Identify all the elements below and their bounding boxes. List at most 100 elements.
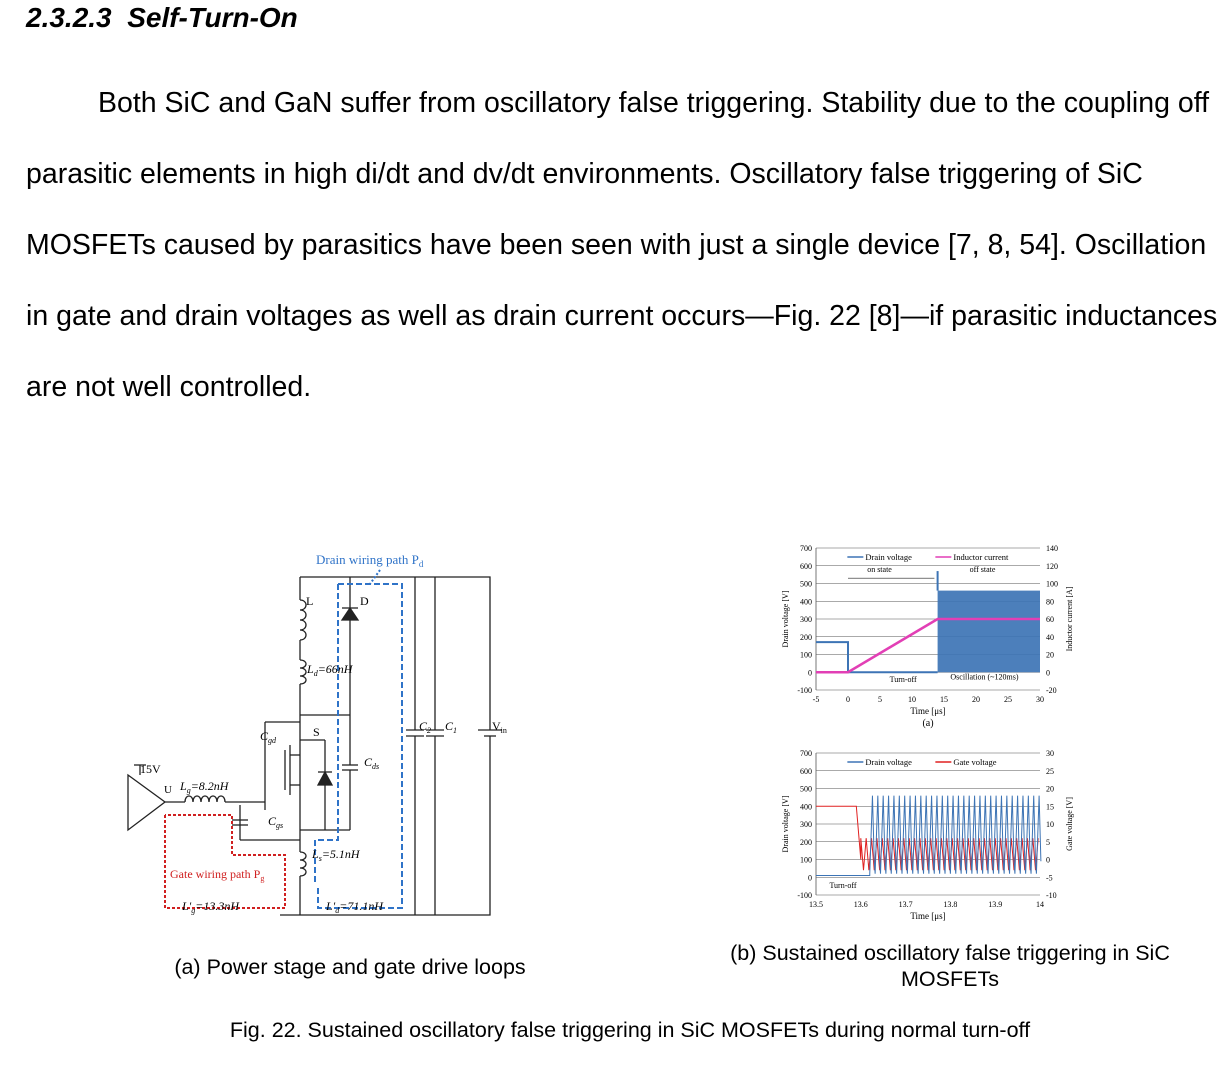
series-drain-voltage xyxy=(816,641,938,674)
x-tick-label: 15 xyxy=(940,695,948,704)
legend-label: Drain voltage xyxy=(865,552,912,562)
y2-tick-label: -10 xyxy=(1046,891,1057,900)
y-tick-label: 500 xyxy=(800,580,812,589)
legend-bg xyxy=(933,757,1018,768)
y-tick-label: 300 xyxy=(800,820,812,829)
y2-tick-label: 15 xyxy=(1046,802,1054,811)
y-tick-label: 500 xyxy=(800,785,812,794)
x-axis-label: Time [μs] xyxy=(910,706,945,716)
section-number: 2.3.2.3 xyxy=(26,2,112,33)
y-tick-label: 100 xyxy=(800,651,812,660)
x-tick-label: 10 xyxy=(908,695,916,704)
y-axis-label: Drain voltage [V] xyxy=(781,590,790,647)
subcaption-a: (a) Power stage and gate drive loops xyxy=(174,955,526,979)
cgd-label: Cgd xyxy=(260,729,277,745)
u-label: U xyxy=(164,784,172,796)
y2-tick-label: 100 xyxy=(1046,580,1058,589)
x-axis-label: Time [μs] xyxy=(910,911,945,921)
y2-tick-label: 0 xyxy=(1046,856,1050,865)
x-tick-label: -5 xyxy=(813,695,820,704)
legend-bg xyxy=(845,757,930,768)
legend-label: Drain voltage xyxy=(865,757,912,767)
chart-bottom: -1000100200300400500600700-10-5051015202… xyxy=(781,749,1074,921)
c2-label: C2 xyxy=(419,719,431,735)
y2-tick-label: 40 xyxy=(1046,633,1054,642)
y-axis-label: Drain voltage [V] xyxy=(781,795,790,852)
ls-label: Ls=5.1nH xyxy=(311,847,361,863)
y-tick-label: -100 xyxy=(797,686,812,695)
oscillation-band xyxy=(937,590,1040,673)
body-paragraph: Both SiC and GaN suffer from oscillatory… xyxy=(26,68,1230,423)
y-tick-label: 400 xyxy=(800,597,812,606)
y2-tick-label: 30 xyxy=(1046,749,1054,758)
cgs-label: Cgs xyxy=(268,814,283,830)
ld2-label: L'd=71.1nH xyxy=(325,899,384,915)
y2-tick-label: 25 xyxy=(1046,767,1054,776)
y-tick-label: 100 xyxy=(800,856,812,865)
x-tick-label: 20 xyxy=(972,695,980,704)
cds-label: Cds xyxy=(364,755,379,771)
legend-label: Gate voltage xyxy=(953,757,996,767)
legend-bg xyxy=(933,552,1018,563)
y-tick-label: 700 xyxy=(800,544,812,553)
x-tick-label: 13.7 xyxy=(899,900,913,909)
annotation-oscillation: Oscillation (~120ms) xyxy=(950,672,1018,681)
y-tick-label: 200 xyxy=(800,633,812,642)
annotation-off-state: off state xyxy=(970,565,996,574)
annotation-on-state: on state xyxy=(867,565,892,574)
y-tick-label: 700 xyxy=(800,749,812,758)
lg-label: Lg=8.2nH xyxy=(179,779,230,795)
x-tick-label: 14 xyxy=(1036,900,1044,909)
y2-tick-label: 80 xyxy=(1046,597,1054,606)
section-title: Self-Turn-On xyxy=(127,2,298,33)
x-tick-label: 0 xyxy=(846,695,850,704)
y2-tick-label: -20 xyxy=(1046,686,1057,695)
y2-tick-label: -5 xyxy=(1046,873,1053,882)
y-tick-label: 0 xyxy=(808,668,812,677)
y2-tick-label: 10 xyxy=(1046,820,1054,829)
x-tick-label: 13.5 xyxy=(809,900,823,909)
annotation-turn-off: Turn-off xyxy=(829,881,856,890)
y2-axis-label: Gate voltage [V] xyxy=(1065,797,1074,851)
x-tick-label: 13.6 xyxy=(854,900,868,909)
y2-tick-label: 120 xyxy=(1046,562,1058,571)
x-tick-label: 25 xyxy=(1004,695,1012,704)
legend-label: Inductor current xyxy=(953,552,1009,562)
y-tick-label: 0 xyxy=(808,873,812,882)
y2-tick-label: 20 xyxy=(1046,651,1054,660)
y2-axis-label: Inductor current [A] xyxy=(1065,586,1074,651)
y2-tick-label: 20 xyxy=(1046,785,1054,794)
oscillation-charts: -1000100200300400500600700-2002040608010… xyxy=(781,544,1074,921)
y-tick-label: 600 xyxy=(800,767,812,776)
paragraph-text: Both SiC and GaN suffer from oscillatory… xyxy=(26,87,1218,403)
d-label: D xyxy=(360,594,369,608)
x-tick-label: 13.9 xyxy=(988,900,1002,909)
vin-label: Vin xyxy=(492,719,507,735)
series-drain-voltage xyxy=(816,795,1042,876)
series-inductor-current xyxy=(816,617,1040,674)
y-tick-label: 400 xyxy=(800,802,812,811)
lg2-label: L'g=13.3nH xyxy=(181,899,240,915)
y-tick-label: 300 xyxy=(800,615,812,624)
y2-tick-label: 140 xyxy=(1046,544,1058,553)
annotation-turn-off: Turn-off xyxy=(890,675,917,684)
ld-label: Ld=66nH xyxy=(306,662,354,678)
y2-tick-label: 60 xyxy=(1046,615,1054,624)
c1-label: C1 xyxy=(445,719,457,735)
gate-path-label: Gate wiring path Pg xyxy=(170,867,264,883)
y-tick-label: 200 xyxy=(800,838,812,847)
y2-tick-label: 0 xyxy=(1046,668,1050,677)
source-label: 15V xyxy=(140,762,161,776)
s-label: S xyxy=(313,725,320,739)
circuit-diagram: Drain wiring path Pd L D Ld=66nH Cgd S C… xyxy=(127,552,507,916)
y-tick-label: -100 xyxy=(797,891,812,900)
x-tick-label: 30 xyxy=(1036,695,1044,704)
figure-caption: Fig. 22. Sustained oscillatory false tri… xyxy=(229,1018,1031,1042)
subcaption-b: (b) Sustained oscillatory false triggeri… xyxy=(730,941,1170,991)
section-heading: 2.3.2.3 Self-Turn-On xyxy=(26,2,298,34)
drain-path-label: Drain wiring path Pd xyxy=(316,552,424,569)
y-tick-label: 600 xyxy=(800,562,812,571)
legend-bg xyxy=(845,552,930,563)
l-label: L xyxy=(306,594,313,608)
x-tick-label: 5 xyxy=(878,695,882,704)
